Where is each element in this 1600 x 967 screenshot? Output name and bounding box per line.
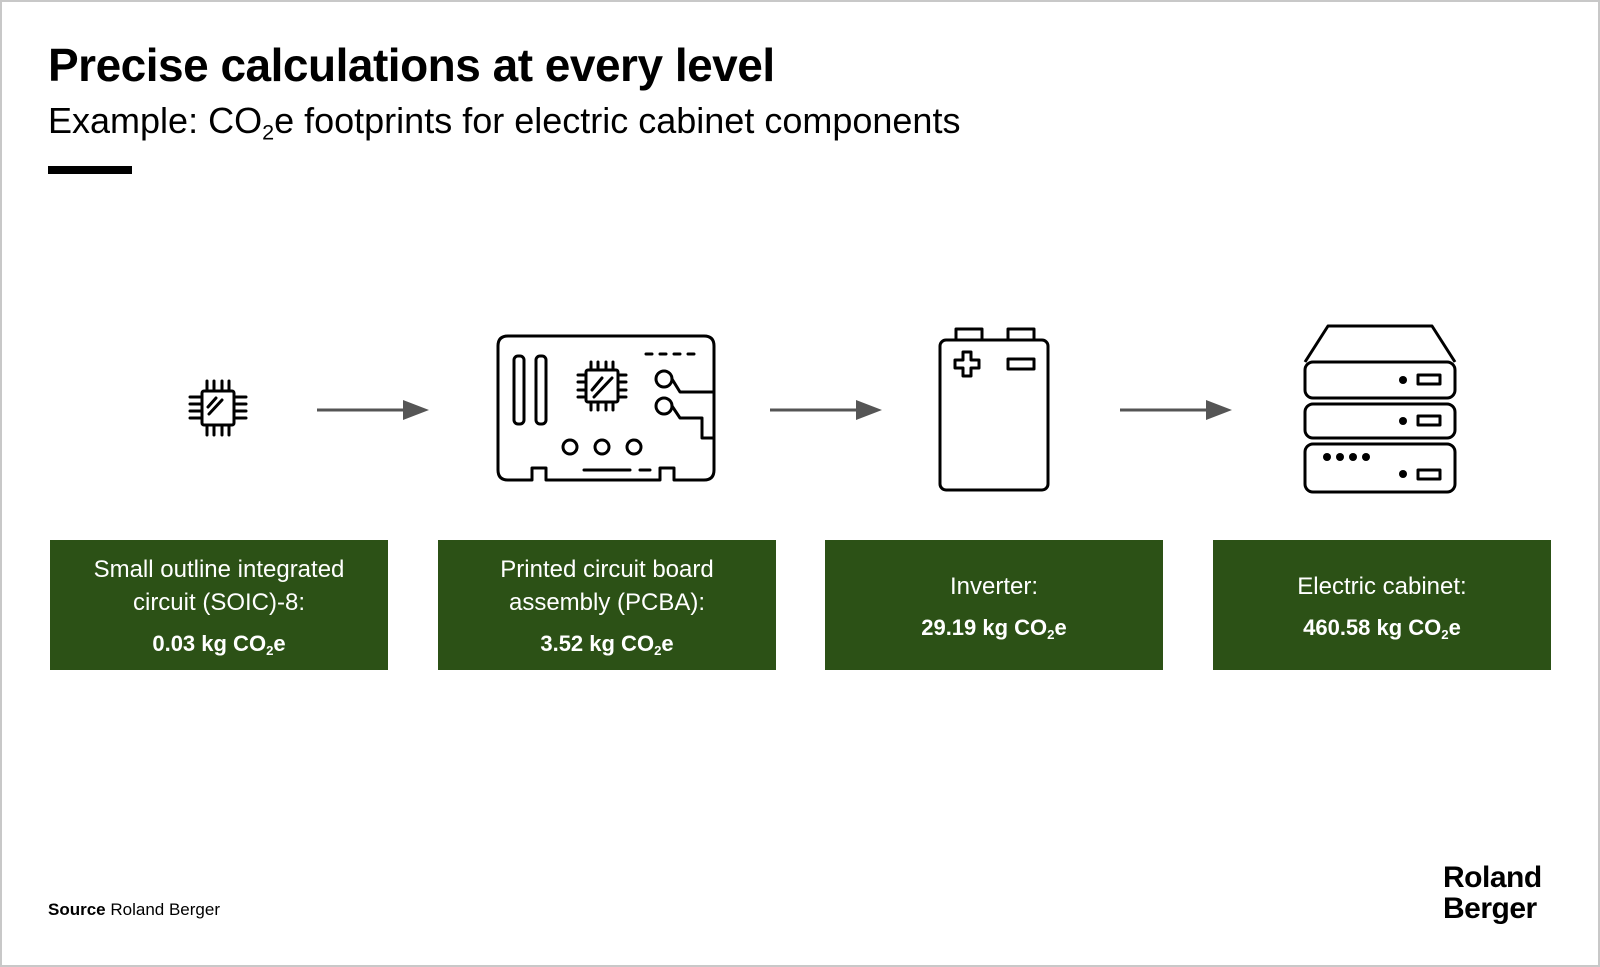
subtitle-suffix: e footprints for electric cabinet compon… [274, 100, 961, 141]
step-value-prefix: 460.58 kg CO [1303, 614, 1442, 640]
step-value: 29.19 kg CO2e [921, 615, 1067, 641]
step-label: Inverter: [949, 572, 1039, 600]
step-box-soic: Small outline integrated circuit (SOIC)-… [50, 540, 388, 670]
server-stack-icon [1303, 324, 1457, 494]
step-value-suffix: e [273, 631, 286, 656]
step-value-suffix: e [661, 631, 674, 656]
step-box-pcba: Printed circuit board assembly (PCBA): 3… [438, 540, 776, 670]
step-value: 460.58 kg CO2e [1303, 615, 1461, 641]
subtitle-subscript: 2 [262, 119, 275, 145]
step-value-subscript: 2 [654, 642, 662, 658]
source-value: Roland Berger [110, 900, 220, 919]
arrow-2 [770, 400, 882, 420]
step-value-subscript: 2 [1047, 626, 1055, 642]
arrow-1 [317, 400, 429, 420]
logo-line-2: Berger [1443, 892, 1537, 925]
battery-icon [938, 327, 1050, 492]
step-value-suffix: e [1448, 614, 1461, 640]
step-value-prefix: 29.19 kg CO [921, 614, 1048, 640]
step-label: Printed circuit board assembly (PCBA): [500, 556, 714, 616]
step-box-inverter: Inverter: 29.19 kg CO2e [825, 540, 1163, 670]
circuit-board-icon [496, 334, 716, 482]
logo-line-1: Roland [1443, 861, 1542, 894]
step-label: Electric cabinet: [1297, 572, 1467, 600]
page-subtitle: Example: CO2e footprints for electric ca… [48, 100, 961, 145]
step-label: Small outline integrated circuit (SOIC)-… [93, 556, 345, 616]
chip-icon [188, 379, 248, 437]
roland-berger-logo: Roland Berger [1443, 862, 1542, 924]
step-value-prefix: 3.52 kg CO [540, 631, 655, 656]
step-box-electric-cabinet: Electric cabinet: 460.58 kg CO2e [1213, 540, 1551, 670]
step-value: 3.52 kg CO2e [540, 631, 673, 657]
step-value-subscript: 2 [266, 642, 274, 658]
page-title: Precise calculations at every level [48, 39, 775, 91]
title-underline [48, 166, 132, 174]
subtitle-prefix: Example: CO [48, 100, 263, 141]
step-value-suffix: e [1054, 614, 1067, 640]
step-value-prefix: 0.03 kg CO [152, 631, 267, 656]
source-note: Source Roland Berger [48, 900, 220, 920]
step-value: 0.03 kg CO2e [152, 631, 285, 657]
step-value-subscript: 2 [1441, 626, 1449, 642]
source-key: Source [48, 900, 106, 919]
arrow-3 [1120, 400, 1232, 420]
